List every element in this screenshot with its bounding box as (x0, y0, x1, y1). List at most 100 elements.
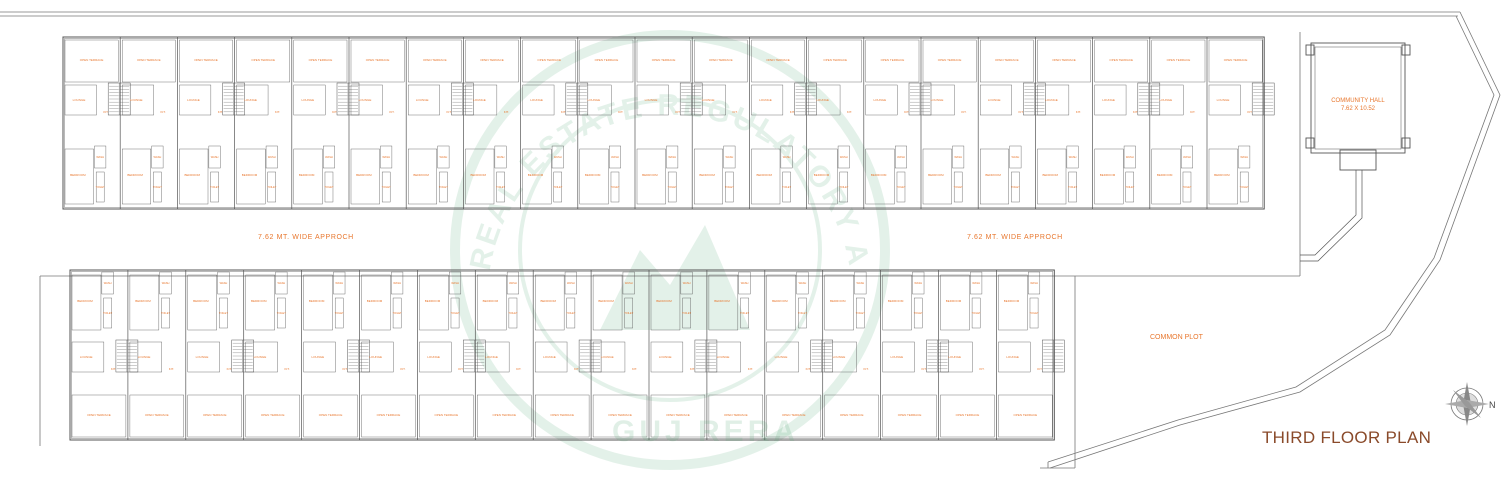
room-label-bedroom: BEDROOM (135, 299, 151, 303)
room-label-bedroom: BEDROOM (830, 299, 846, 303)
room-label-terrace: OPEN TERRACE (881, 58, 905, 62)
room-label-bedroom: BEDROOM (299, 173, 315, 177)
room-label-toilet: TOILET (1125, 185, 1134, 189)
room-label-toilet: TOILET (324, 185, 333, 189)
room-label-terrace: OPEN TERRACE (956, 413, 980, 417)
room-label-lounge: LOUNGE (816, 98, 829, 102)
room-label-lounge: LOUNGE (988, 98, 1001, 102)
room-label-terrace: OPEN TERRACE (1014, 413, 1038, 417)
room-label-toilet: TOILET (96, 185, 105, 189)
room-label-bedroom: BEDROOM (185, 173, 201, 177)
room-label-wash: WASH (840, 155, 848, 159)
room-label-toilet: TOILET (439, 185, 448, 189)
room-label-kitchen: KIT. (1037, 367, 1042, 371)
room-label-kitchen: KIT. (227, 367, 232, 371)
site-boundary (0, 11, 1501, 469)
room-label-bedroom: BEDROOM (193, 299, 209, 303)
room-label-kitchen: KIT. (864, 367, 869, 371)
room-label-terrace: OPEN TERRACE (309, 58, 333, 62)
room-label-wash: WASH (741, 281, 749, 285)
room-label-terrace: OPEN TERRACE (145, 413, 169, 417)
room-label-lounge: LOUNGE (80, 355, 93, 359)
room-label-terrace: OPEN TERRACE (251, 58, 275, 62)
room-label-terrace: OPEN TERRACE (366, 58, 390, 62)
room-label-kitchen: KIT. (979, 367, 984, 371)
room-label-bedroom: BEDROOM (985, 173, 1001, 177)
room-label-toilet: TOILET (451, 311, 460, 315)
room-label-terrace: OPEN TERRACE (319, 413, 343, 417)
room-label-bedroom: BEDROOM (77, 299, 93, 303)
room-label-lounge: LOUNGE (775, 355, 788, 359)
room-label-toilet: TOILET (566, 311, 575, 315)
room-label-kitchen: KIT. (1133, 110, 1138, 114)
room-label-kitchen: KIT. (1190, 110, 1195, 114)
page-title: THIRD FLOOR PLAN (1262, 428, 1432, 447)
room-label-wash: WASH (897, 155, 905, 159)
room-label-lounge: LOUNGE (187, 98, 200, 102)
room-label-toilet: TOILET (103, 311, 112, 315)
room-label-toilet: TOILET (782, 185, 791, 189)
room-label-wash: WASH (1183, 155, 1191, 159)
room-label-wash: WASH (1126, 155, 1134, 159)
room-label-kitchen: KIT. (516, 367, 521, 371)
room-label-kitchen: KIT. (458, 367, 463, 371)
room-label-kitchen: KIT. (389, 110, 394, 114)
room-label-lounge: LOUNGE (416, 98, 429, 102)
room-label-bedroom: BEDROOM (413, 173, 429, 177)
room-label-wash: WASH (1012, 155, 1020, 159)
room-label-lounge: LOUNGE (717, 355, 730, 359)
room-label-bedroom: BEDROOM (425, 299, 441, 303)
room-label-wash: WASH (509, 281, 517, 285)
room-label-lounge: LOUNGE (587, 98, 600, 102)
room-label-terrace: OPEN TERRACE (1167, 58, 1191, 62)
room-label-kitchen: KIT. (574, 367, 579, 371)
room-label-kitchen: KIT. (218, 110, 223, 114)
room-label-wash: WASH (96, 155, 104, 159)
room-label-lounge: LOUNGE (244, 98, 257, 102)
room-label-toilet: TOILET (267, 185, 276, 189)
room-label-terrace: OPEN TERRACE (766, 58, 790, 62)
room-label-kitchen: KIT. (275, 110, 280, 114)
room-label-bedroom: BEDROOM (367, 299, 383, 303)
room-label-wash: WASH (440, 155, 448, 159)
room-label-bedroom: BEDROOM (242, 173, 258, 177)
room-label-toilet: TOILET (335, 311, 344, 315)
room-label-terrace: OPEN TERRACE (194, 58, 218, 62)
room-label-terrace: OPEN TERRACE (1109, 58, 1133, 62)
room-label-wash: WASH (335, 281, 343, 285)
room-label-kitchen: KIT. (806, 367, 811, 371)
room-label-lounge: LOUNGE (948, 355, 961, 359)
room-label-wash: WASH (611, 155, 619, 159)
room-label-wash: WASH (220, 281, 228, 285)
room-label-kitchen: KIT. (400, 367, 405, 371)
room-label-terrace: OPEN TERRACE (137, 58, 161, 62)
room-label-lounge: LOUNGE (1006, 355, 1019, 359)
room-label-terrace: OPEN TERRACE (480, 58, 504, 62)
room-label-bedroom: BEDROOM (70, 173, 86, 177)
room-label-bedroom: BEDROOM (127, 173, 143, 177)
room-label-wash: WASH (914, 281, 922, 285)
room-label-wash: WASH (683, 281, 691, 285)
room-label-lounge: LOUNGE (301, 98, 314, 102)
room-label-bedroom: BEDROOM (483, 299, 499, 303)
room-label-bedroom: BEDROOM (540, 299, 556, 303)
room-label-bedroom: BEDROOM (1043, 173, 1059, 177)
room-label-lounge: LOUNGE (130, 98, 143, 102)
compass-north-letter: N (1489, 400, 1496, 410)
room-label-toilet: TOILET (682, 311, 691, 315)
